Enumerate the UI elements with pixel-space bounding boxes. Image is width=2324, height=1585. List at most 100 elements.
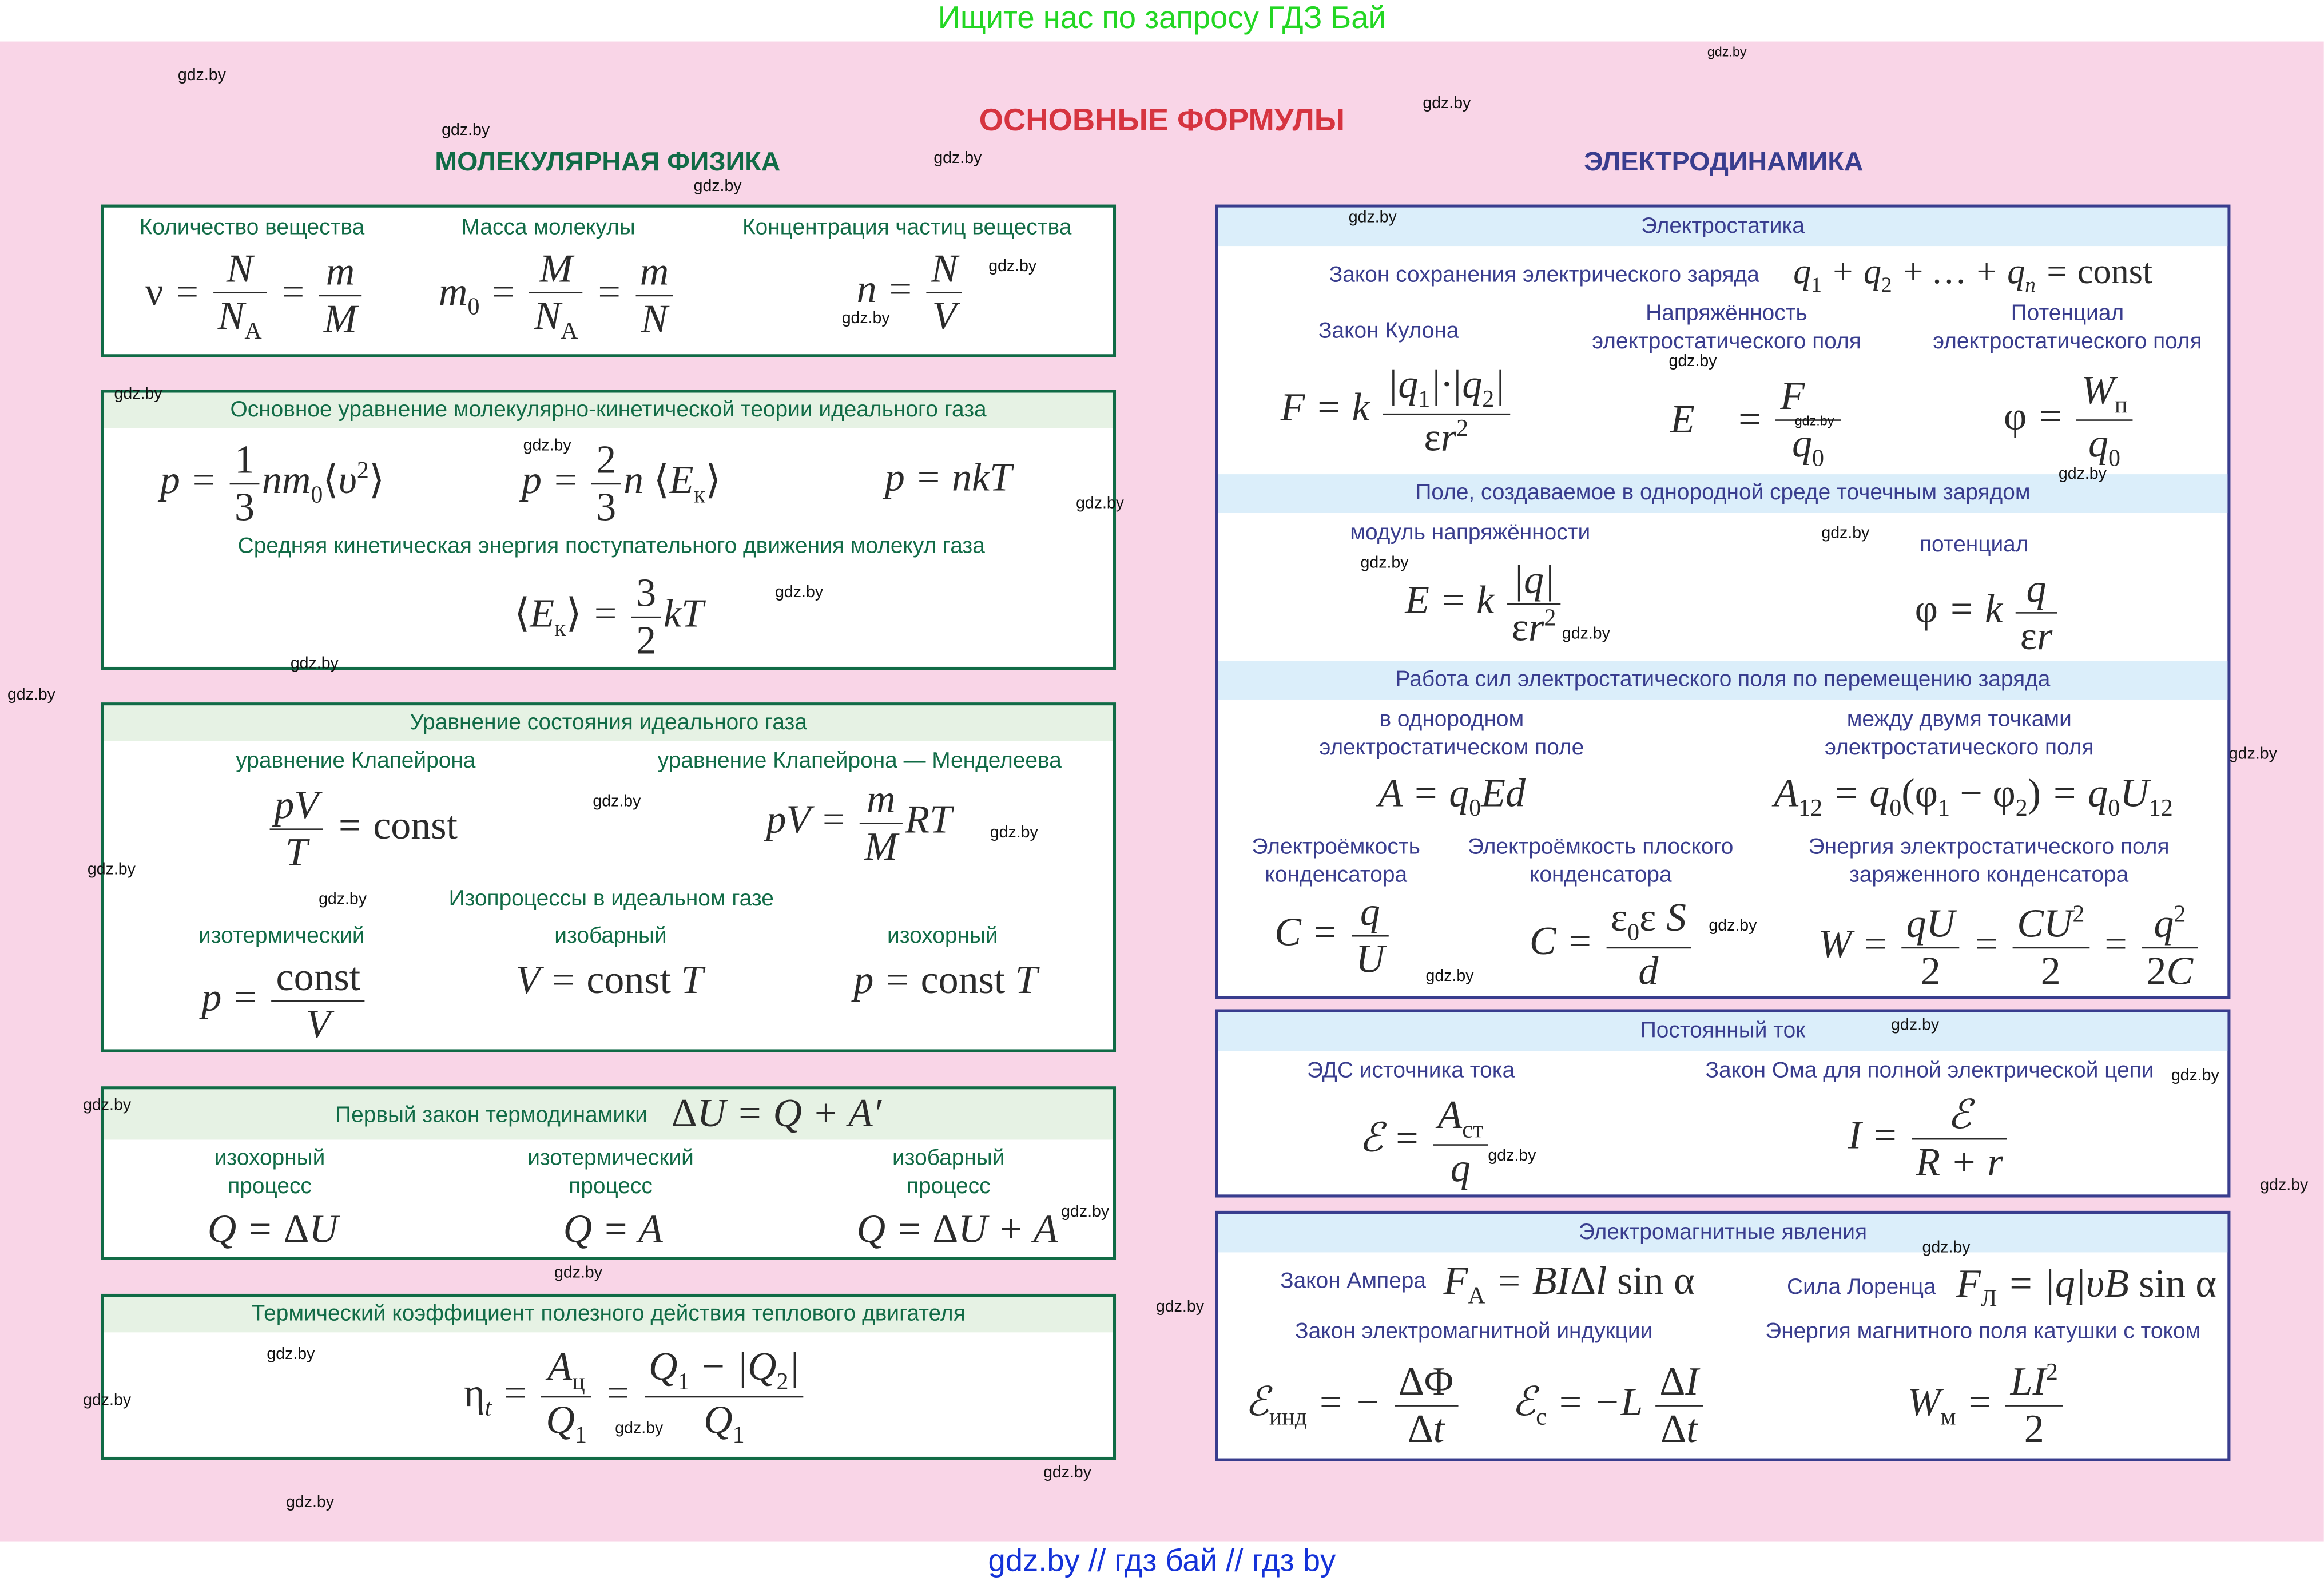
watermark: gdz.by — [290, 655, 339, 673]
thermo-band: Первый закон термодинамики ΔU = Q + A′ — [104, 1089, 1113, 1140]
formula-coulomb: F = k |q1|·|q2|εr2 — [1281, 362, 1513, 461]
label-isochoric: изохорный — [887, 923, 998, 949]
formula-work-two-points: A12 = q0(φ1 − φ2) = q0U12 — [1774, 770, 2173, 822]
efficiency-title: Термический коэффициент полезного действ… — [104, 1297, 1113, 1333]
label-uniform-field: в однородном электростатическом поле — [1319, 706, 1584, 761]
mkt-title: Основное уравнение молекулярно-кинетичес… — [104, 392, 1113, 428]
label-isothermal: изотермический — [198, 923, 365, 949]
watermark: gdz.by — [177, 66, 226, 85]
label-amount: Количество вещества — [139, 214, 365, 240]
watermark: gdz.by — [442, 121, 490, 140]
substance-box: Количество вещества Масса молекулы Конце… — [101, 204, 1117, 357]
watermark: gdz.by — [1348, 209, 1397, 227]
watermark: gdz.by — [775, 583, 824, 602]
label-clapeyron: уравнение Клапейрона — [236, 748, 476, 774]
label-capacitor-energy: Энергия электростатического поля заряжен… — [1808, 834, 2170, 888]
watermark: gdz.by — [1043, 1464, 1092, 1482]
formula-isobaric-q: Q = ΔU + A — [856, 1206, 1058, 1251]
watermark: gdz.by — [1821, 525, 1870, 543]
thermo-box: Первый закон термодинамики ΔU = Q + A′ и… — [101, 1086, 1117, 1260]
label-kinetic-energy: Средняя кинетическая энергия поступатель… — [237, 533, 985, 559]
watermark: gdz.by — [1423, 94, 1471, 113]
watermark: gdz.by — [933, 149, 982, 168]
formula-isochoric-q: Q = ΔU — [207, 1206, 338, 1251]
efficiency-box: Термический коэффициент полезного действ… — [101, 1293, 1117, 1460]
thermo-title: Первый закон термодинамики — [335, 1102, 647, 1128]
formula-charge-conservation: q1 + q2 + … + qn = const — [1793, 253, 2153, 298]
watermark: gdz.by — [2228, 745, 2277, 764]
label-mendeleev: уравнение Клапейрона — Менделеева — [657, 748, 1062, 774]
watermark: gdz.by — [1562, 625, 1610, 643]
formula-lorentz: FЛ = |q|υB sin α — [1956, 1261, 2217, 1313]
label-molecule-mass: Масса молекулы — [461, 214, 635, 240]
mkt-box: Основное уравнение молекулярно-кинетичес… — [101, 390, 1117, 670]
watermark: gdz.by — [1707, 44, 1747, 59]
formula-field-strength: E⃗ = F⃗q0 — [1670, 374, 1843, 473]
watermark: gdz.by — [267, 1345, 315, 1364]
label-concentration: Концентрация частиц вещества — [742, 214, 1072, 240]
point-charge-title: Поле, создаваемое в однородной среде точ… — [1218, 474, 2228, 513]
molecular-heading: МОЛЕКУЛЯРНАЯ ФИЗИКА — [435, 146, 781, 177]
dc-title: Постоянный ток — [1218, 1012, 2228, 1051]
watermark: gdz.by — [1360, 554, 1409, 573]
electro-heading: ЭЛЕКТРОДИНАМИКА — [1584, 146, 1864, 177]
page-title: ОСНОВНЫЕ ФОРМУЛЫ — [979, 104, 1345, 138]
label-emf: ЭДС источника тока — [1306, 1058, 1515, 1084]
watermark: gdz.by — [1488, 1147, 1536, 1165]
label-plate-capacitance: Электроёмкость плоского конденсатора — [1468, 834, 1734, 888]
watermark: gdz.by — [319, 891, 367, 909]
state-box: Уравнение состояния идеального газа урав… — [101, 702, 1117, 1052]
label-two-points: между двумя точками электростатического … — [1825, 706, 2094, 761]
label-lorentz: Сила Лоренца — [1787, 1274, 1936, 1300]
formula-isochoric: p = const T — [853, 957, 1038, 1002]
label-isoprocesses: Изопроцессы в идеальном газе — [448, 886, 774, 912]
formula-point-strength: E = k |q|εr2 — [1405, 557, 1563, 650]
watermark: gdz.by — [1076, 495, 1125, 513]
watermark: gdz.by — [990, 824, 1038, 842]
watermark: gdz.by — [2171, 1067, 2219, 1085]
formula-isobaric: V = const T — [515, 957, 704, 1002]
watermark: gdz.by — [2058, 465, 2107, 483]
watermark: gdz.by — [593, 793, 641, 811]
electrostatics-title: Электростатика — [1218, 207, 2228, 247]
formula-work-uniform: A = q0Ed — [1378, 770, 1526, 822]
watermark: gdz.by — [988, 257, 1037, 276]
watermark: gdz.by — [1155, 1298, 1204, 1316]
formula-mkt-3: p = nkT — [884, 455, 1012, 500]
bottom-banner[interactable]: gdz.by // гдз бай // гдз by — [0, 1541, 2324, 1584]
electrostatics-box: Электростатика Закон сохранения электрич… — [1215, 204, 2231, 999]
watermark: gdz.by — [1425, 967, 1474, 986]
watermark: gdz.by — [1668, 352, 1717, 371]
label-induction: Закон электромагнитной индукции — [1295, 1318, 1653, 1345]
formula-first-law: ΔU = Q + A′ — [671, 1090, 881, 1135]
watermark: gdz.by — [2260, 1177, 2309, 1195]
watermark: gdz.by — [1794, 413, 1834, 428]
watermark: gdz.by — [286, 1493, 335, 1512]
formula-isothermal-q: Q = A — [563, 1206, 663, 1251]
watermark: gdz.by — [1891, 1016, 1940, 1035]
watermark: gdz.by — [554, 1264, 603, 1282]
watermark: gdz.by — [1709, 917, 1757, 935]
label-isochoric-process: изохорный процесс — [214, 1145, 325, 1199]
watermark: gdz.by — [83, 1391, 132, 1410]
formula-ampere: FA = BIΔl sin α — [1443, 1258, 1695, 1309]
work-title: Работа сил электростатического поля по п… — [1218, 661, 2228, 700]
label-field-strength: Напряжённость электростатического поля — [1592, 300, 1861, 355]
